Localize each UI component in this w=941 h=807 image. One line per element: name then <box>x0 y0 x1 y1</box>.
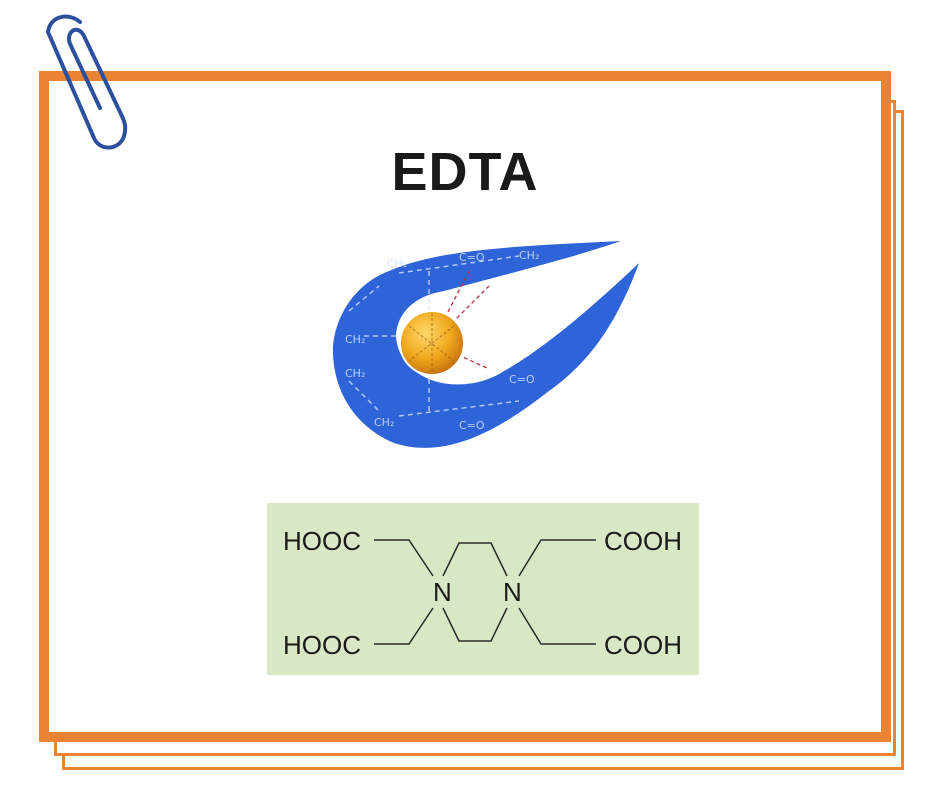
cooh-top-right: COOH <box>604 526 682 556</box>
edta-card: EDTA CH₂ C=O CH₂ CH₂ CH₂ CH₂ C= <box>39 71 891 742</box>
formula-bond-lines <box>374 539 596 645</box>
structural-formula-panel: HOOC HOOC COOH COOH N N <box>267 503 699 675</box>
page-title: EDTA <box>391 142 539 202</box>
svg-text:C=O: C=O <box>509 373 535 386</box>
svg-text:CH₂: CH₂ <box>387 257 407 270</box>
hooc-bottom-left: HOOC <box>283 630 361 660</box>
hooc-top-left: HOOC <box>283 526 361 556</box>
nitrogen-right: N <box>503 577 522 607</box>
svg-text:CH₂: CH₂ <box>374 416 394 429</box>
edta-ligand-shape <box>332 241 639 448</box>
svg-text:C=O: C=O <box>459 251 485 264</box>
svg-text:CH₂: CH₂ <box>519 249 539 262</box>
nitrogen-left: N <box>433 577 452 607</box>
svg-text:CH₂: CH₂ <box>345 367 365 380</box>
svg-text:C=O: C=O <box>459 419 485 432</box>
chelate-complex-icon: CH₂ C=O CH₂ CH₂ CH₂ CH₂ C=O C=O <box>332 241 639 448</box>
cooh-bottom-right: COOH <box>604 630 682 660</box>
svg-text:CH₂: CH₂ <box>345 333 365 346</box>
